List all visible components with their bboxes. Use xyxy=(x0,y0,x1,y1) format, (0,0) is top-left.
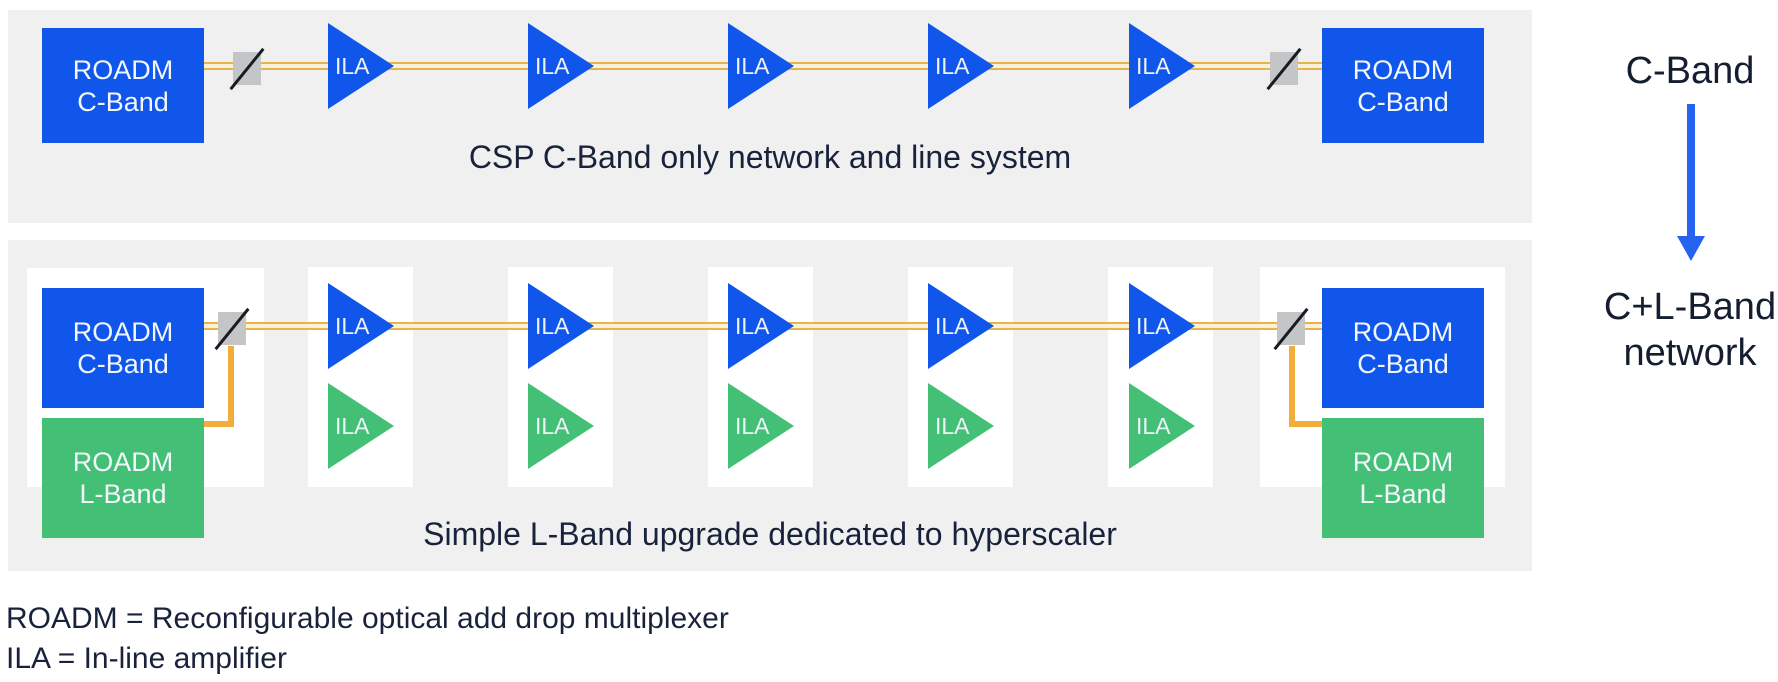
l-band-connector-horizontal-right xyxy=(1289,421,1322,427)
ila-label: ILA xyxy=(535,312,570,339)
roadm-label: ROADM xyxy=(72,447,174,477)
band-label: C-Band xyxy=(77,349,169,379)
roadm-c-band-box-top-right: ROADM C-Band xyxy=(1322,28,1484,143)
band-label: C-Band xyxy=(1357,86,1449,117)
c-plus-l-band-line2: network xyxy=(1623,332,1757,374)
ila-label: ILA xyxy=(535,52,570,79)
transition-arrow-head-icon xyxy=(1677,236,1705,261)
roadm-label: ROADM xyxy=(72,54,174,85)
legend-roadm-definition: ROADM = Reconfigurable optical add drop … xyxy=(6,602,729,635)
ila-label: ILA xyxy=(935,412,970,439)
ila-label: ILA xyxy=(335,52,370,79)
l-band-connector-horizontal-left xyxy=(203,421,234,427)
slash-stroke xyxy=(1273,307,1309,350)
ila-label: ILA xyxy=(735,52,770,79)
csp-c-band-panel xyxy=(8,10,1532,223)
band-label: L-Band xyxy=(1359,479,1447,509)
c-band-state-label: C-Band xyxy=(1625,50,1755,92)
attenuator-icon-top-left xyxy=(229,47,265,90)
attenuator-icon-bottom-right xyxy=(1273,307,1309,350)
legend-ila-definition: ILA = In-line amplifier xyxy=(6,642,287,675)
ila-label: ILA xyxy=(1136,312,1171,339)
roadm-c-band-box-bottom-right: ROADM C-Band xyxy=(1322,288,1484,408)
roadm-label: ROADM xyxy=(1352,447,1454,477)
l-band-connector-vertical-right xyxy=(1289,346,1295,427)
ila-label: ILA xyxy=(735,312,770,339)
ila-site-card-2 xyxy=(508,267,613,487)
ila-label: ILA xyxy=(935,312,970,339)
top-panel-caption: CSP C-Band only network and line system xyxy=(468,139,1072,175)
ila-site-card-1 xyxy=(308,267,413,487)
attenuator-icon-top-right xyxy=(1266,47,1302,90)
band-label: C-Band xyxy=(77,86,169,117)
ila-label: ILA xyxy=(335,312,370,339)
ila-label: ILA xyxy=(1136,52,1171,79)
l-band-connector-vertical-left xyxy=(228,346,234,427)
roadm-l-band-box-bottom-left: ROADM L-Band xyxy=(42,418,204,538)
c-plus-l-band-line1: C+L-Band xyxy=(1603,286,1777,328)
ila-label: ILA xyxy=(335,412,370,439)
legend: ROADM = Reconfigurable optical add drop … xyxy=(6,599,729,679)
ila-label: ILA xyxy=(935,52,970,79)
roadm-c-band-box-bottom-left: ROADM C-Band xyxy=(42,288,204,408)
slash-stroke xyxy=(1266,47,1302,90)
attenuator-icon-bottom-left xyxy=(214,307,250,350)
slash-stroke xyxy=(214,307,250,350)
roadm-label: ROADM xyxy=(1352,54,1454,85)
ila-site-card-4 xyxy=(908,267,1013,487)
transition-arrow-shaft xyxy=(1687,104,1695,238)
ila-label: ILA xyxy=(735,412,770,439)
ila-label: ILA xyxy=(1136,412,1171,439)
ila-site-card-3 xyxy=(708,267,813,487)
roadm-label: ROADM xyxy=(1352,317,1454,347)
slash-stroke xyxy=(229,47,265,90)
roadm-l-band-box-bottom-right: ROADM L-Band xyxy=(1322,418,1484,538)
roadm-c-band-box-top-left: ROADM C-Band xyxy=(42,28,204,143)
band-label: L-Band xyxy=(79,479,167,509)
c-plus-l-band-state-label: C+L-Band network xyxy=(1556,284,1778,376)
band-label: C-Band xyxy=(1357,349,1449,379)
ila-site-card-5 xyxy=(1108,267,1213,487)
ila-label: ILA xyxy=(535,412,570,439)
roadm-label: ROADM xyxy=(72,317,174,347)
bottom-panel-caption: Simple L-Band upgrade dedicated to hyper… xyxy=(423,516,1117,552)
